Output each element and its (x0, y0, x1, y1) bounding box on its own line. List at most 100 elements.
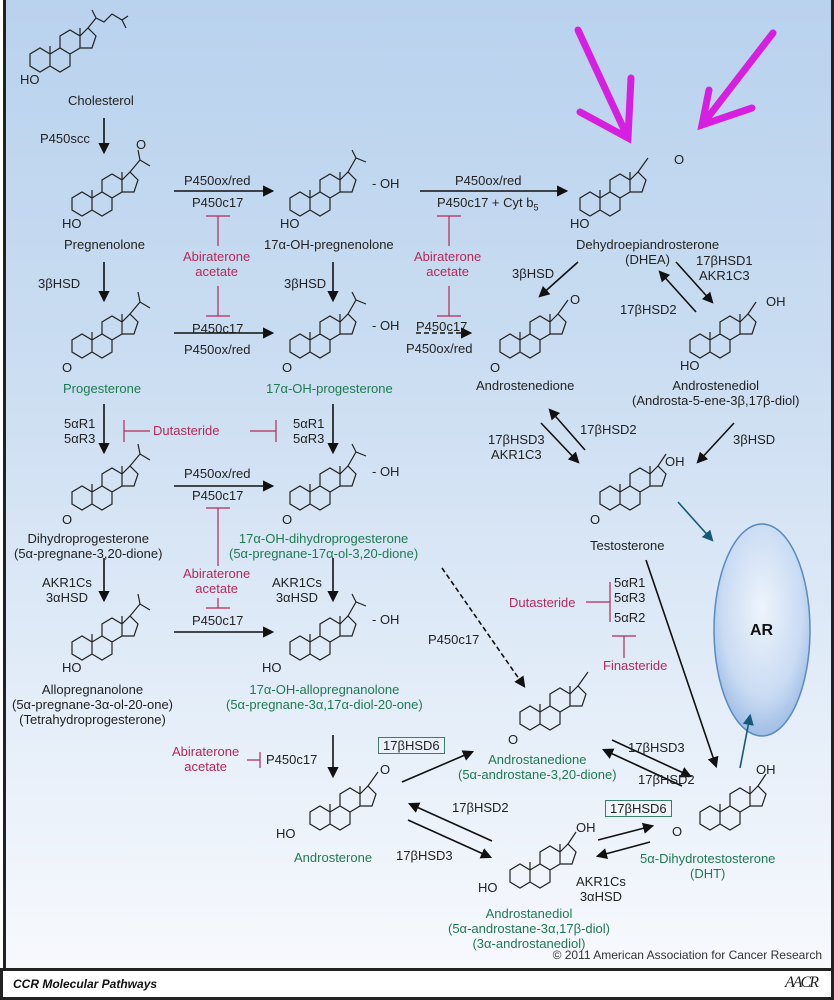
structure-dihydroprogesterone (71, 443, 151, 511)
atom-o: O (508, 732, 519, 747)
structure-androsterone (309, 771, 379, 831)
drug-dutasteride: Dutasteride (153, 423, 220, 438)
atom-ho: HO (262, 660, 282, 675)
enzyme-17bhsd3: 17βHSD3 (396, 848, 453, 863)
compound-17oh-progesterone: 17α-OH-progesterone (266, 381, 393, 396)
atom-o: O (672, 824, 683, 839)
enzyme-5ar1-text: 5αR1 (614, 575, 646, 590)
compound-dht-name: 5α-Dihydrotestosterone (640, 851, 776, 866)
atom-oh: - OH (372, 176, 400, 191)
atom-ho: HO (478, 880, 498, 895)
enzyme-3ahsd-text: 3αHSD (45, 590, 89, 605)
inhibit-dutasteride-right (250, 420, 277, 442)
compound-androstanediol-iupac: (5α-androstane-3α,17β-diol) (448, 921, 610, 936)
arrow-dht-androstanediol (595, 841, 651, 860)
enzyme-5ar1-text: 5αR1 (64, 416, 96, 431)
arrow-androstanediol-androsterone (407, 802, 493, 842)
atom-o: O (490, 360, 501, 375)
compound-dht: 5α-Dihydrotestosterone(DHT) (640, 851, 775, 881)
androgen-receptor (713, 523, 811, 737)
atom-o: O (674, 152, 685, 167)
compound-dht-abbr: (DHT) (690, 866, 726, 881)
atom-o: O (62, 360, 73, 375)
compound-testosterone: Testosterone (590, 538, 665, 553)
structure-17oh-pregnenolone (289, 149, 367, 217)
structure-androstenediol (689, 301, 757, 359)
enzyme-5ar3-text: 5αR3 (293, 431, 325, 446)
inhibit-abiraterone-1-bottom (206, 286, 230, 317)
enzyme-akr1cs-text: AKR1Cs (272, 575, 322, 590)
atom-ho: HO (276, 826, 296, 841)
copyright-notice: © 2011 American Association for Cancer R… (552, 948, 822, 962)
atom-ho: HO (62, 216, 82, 231)
enzyme-akr1c3-text: AKR1C3 (491, 447, 542, 462)
enzyme-3bhsd: 3βHSD (284, 276, 327, 291)
arrow-17ohdihydro-androstanedione (441, 567, 526, 688)
enzyme-p450oxred: P450ox/red (184, 466, 251, 481)
inhibition-lines (123, 215, 636, 768)
arrow-dhea-androstenediol (675, 261, 714, 304)
drug-abiraterone-text: Abiraterone (183, 249, 251, 264)
enzyme-p450oxred: P450ox/red (184, 173, 251, 188)
structure-dht (699, 773, 767, 831)
enzyme-5ar3-text: 5αR3 (64, 431, 96, 446)
structure-testosterone (599, 453, 667, 511)
compound-androsterone: Androsterone (294, 850, 373, 865)
enzyme-p450c17: P450c17 (192, 488, 244, 503)
drug-finasteride: Finasteride (603, 658, 668, 673)
compound-17oh-allopregnanolone-iupac: (5α-pregnane-3α,17α-diol-20-one) (226, 697, 423, 712)
compound-17oh-dihydroprogesterone-name: 17α-OH-dihydroprogesterone (238, 531, 409, 546)
compound-allopregnanolone: Allopregnanolone(5α-pregnane-3α-ol-20-on… (12, 682, 173, 727)
enzyme-5ar1-text: 5αR1 (293, 416, 325, 431)
enzyme-17bhsd6-box: 17βHSD6 (378, 737, 445, 754)
aacr-logo: AACR (785, 974, 819, 991)
drug-acetate-text: acetate (195, 581, 238, 596)
structure-17oh-allopregnanolone (289, 593, 367, 661)
enzyme-17bhsd2: 17βHSD2 (452, 800, 509, 815)
enzyme-p450oxred: P450ox/red (184, 342, 251, 357)
enzyme-3ahsd-text: 3αHSD (275, 590, 319, 605)
compound-dhea-abbr: (DHEA) (625, 252, 670, 267)
atom-oh: - OH (372, 318, 400, 333)
compound-17oh-allopregnanolone-name: 17α-OH-allopregnanolone (249, 682, 400, 697)
atom-ho: HO (280, 216, 300, 231)
enzyme-cytb5-subscript: 5 (533, 202, 539, 213)
structure-pregnenolone (71, 149, 151, 217)
enzyme-17bhsd1-text: 17βHSD1 (696, 253, 753, 268)
atom-oh: OH (766, 294, 786, 309)
enzyme-p450c17-cytb5-text: P450c17 + Cyt b (437, 195, 534, 210)
drug-abiraterone-text: Abiraterone (172, 744, 240, 759)
compound-progesterone: Progesterone (63, 381, 142, 396)
compound-dihydroprogesterone-iupac: (5α-pregnane-3,20-dione) (14, 546, 163, 561)
enzyme-akr1cs-text: AKR1Cs (576, 874, 626, 889)
compound-androstanedione: Androstanedione(5α-androstane-3,20-dione… (458, 752, 617, 782)
atom-o: O (380, 762, 391, 777)
structure-androstanedione (519, 671, 589, 731)
annotation-arrow-right (697, 29, 777, 131)
compound-17oh-dihydroprogesterone: 17α-OH-dihydroprogesterone(5α-pregnane-1… (229, 531, 418, 561)
compound-dihydroprogesterone-name: Dihydroprogesterone (27, 531, 149, 546)
compound-androstenediol: Androstenediol(Androsta-5-ene-3β,17β-dio… (632, 378, 799, 408)
enzyme-17bhsd2: 17βHSD2 (620, 302, 677, 317)
atom-o: O (282, 512, 293, 527)
compound-cholesterol: Cholesterol (68, 93, 134, 108)
enzyme-p450oxred: P450ox/red (406, 341, 473, 356)
enzyme-3bhsd: 3βHSD (733, 432, 776, 447)
enzyme-3bhsd: 3βHSD (38, 276, 81, 291)
compound-dhea: Dehydroepiandrosterone(DHEA) (576, 237, 719, 267)
arrow-androsterone-androstanediol (407, 819, 493, 859)
drug-dutasteride: Dutasteride (509, 595, 576, 610)
atom-ho: HO (680, 358, 700, 373)
annotation-arrows (574, 26, 777, 144)
inhibit-dutasteride-left (123, 420, 150, 442)
